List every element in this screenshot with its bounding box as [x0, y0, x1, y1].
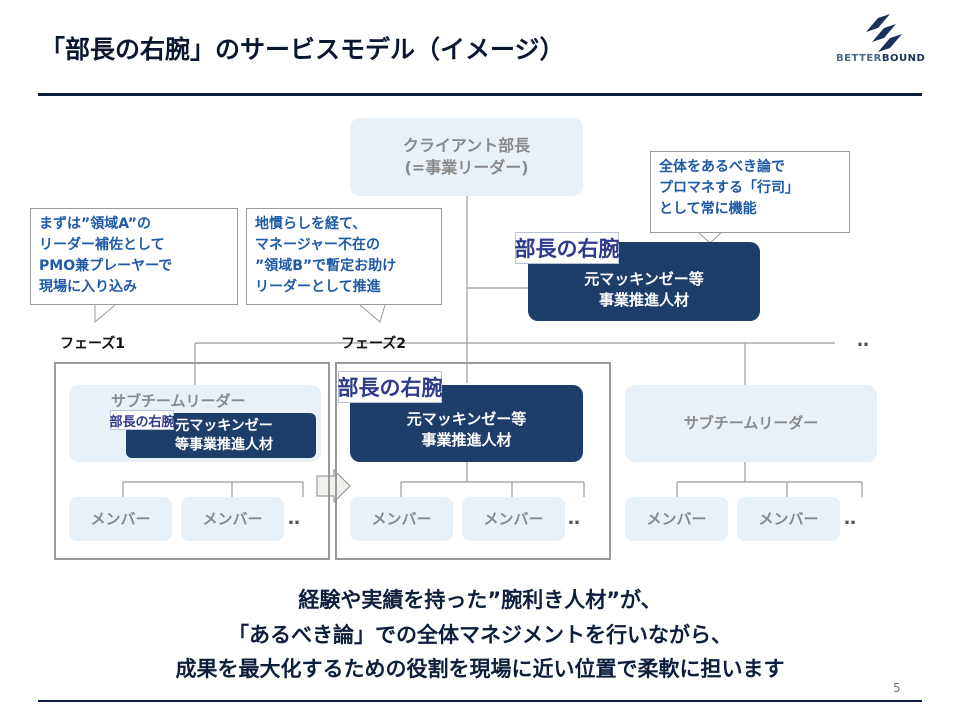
member-label: メンバー [371, 509, 432, 528]
title-divider [38, 93, 922, 96]
member-label: メンバー [646, 509, 707, 528]
member-box: メンバー [181, 497, 284, 541]
more-members-ellipsis: ‥ [288, 508, 303, 529]
phase1-subleader-label: サブチームリーダー [111, 392, 246, 410]
callout-line: として常に機能 [659, 201, 757, 217]
member-box: メンバー [462, 497, 565, 541]
callout-line: リーダーとして推進 [255, 279, 381, 295]
logo-wordmark: BETTERBOUND [836, 53, 925, 64]
callout-line: PMO兼プレーヤーで [39, 258, 173, 274]
member-label: メンバー [483, 509, 544, 528]
phase1-talent-line2: 等事業推進人材 [175, 436, 273, 453]
phase2-talent-line1: 元マッキンゼー等 [406, 410, 527, 429]
brand-mark-phase1: 部長の右腕 [110, 410, 175, 430]
phase-transition-arrow-icon [316, 468, 351, 504]
member-label: メンバー [90, 509, 151, 528]
brand-mark-main: 部長の右腕 [515, 232, 620, 264]
member-box: メンバー [625, 497, 728, 541]
more-teams-ellipsis: ‥ [857, 330, 872, 351]
more-members-ellipsis: ‥ [568, 508, 583, 529]
phase1-talent-line1: 元マッキンゼー [175, 417, 273, 434]
slide-title: 「部長の右腕」のサービスモデル（イメージ） [40, 35, 565, 64]
callout-line: 地慣らしを経て、 [255, 216, 367, 232]
page-number: 5 [893, 681, 901, 695]
caption-line-2: 「あるべき論」での全体マネジメントを行いながら、 [228, 623, 732, 647]
logo-word-bound: BOUND [881, 53, 926, 64]
callout-line: リーダー補佐として [39, 237, 165, 253]
phase1-frame [54, 362, 330, 560]
team3-subleader-label: サブチームリーダー [683, 414, 819, 433]
more-members-ellipsis: ‥ [844, 508, 859, 529]
caption-line-1: 経験や実績を持った”腕利き人材”が、 [298, 588, 662, 612]
member-box: メンバー [69, 497, 172, 541]
member-box: メンバー [737, 497, 840, 541]
callout-phase2: 地慣らしを経て、 マネージャー不在の ”領域B”で暫定お助け リーダーとして推進 [246, 208, 442, 305]
member-label: メンバー [758, 509, 819, 528]
callout-phase1: まずは”領域A”の リーダー補佐として PMO兼プレーヤーで 現場に入り込み [30, 208, 238, 305]
callout-line: 現場に入り込み [39, 279, 137, 295]
client-manager-title: クライアント部長 [402, 136, 531, 156]
betterbound-logo-icon [866, 14, 902, 52]
client-manager-box: クライアント部長 (=事業リーダー) [350, 118, 583, 196]
main-talent-line2: 事業推進人材 [598, 290, 689, 309]
callout-line: ”領域B”で暫定お助け [255, 258, 397, 274]
phase2-frame [335, 362, 611, 560]
phase2-talent-line2: 事業推進人材 [421, 430, 512, 449]
phase1-label: フェーズ1 [60, 336, 126, 352]
callout-line: マネージャー不在の [255, 237, 381, 253]
client-manager-subtitle: (=事業リーダー) [404, 158, 529, 177]
phase2-label: フェーズ2 [341, 336, 407, 352]
brand-mark-phase2: 部長の右腕 [338, 371, 443, 403]
callout-line: プロマネする「行司」 [659, 180, 799, 196]
callout-line: まずは”領域A”の [39, 216, 151, 232]
main-talent-line1: 元マッキンゼー等 [584, 270, 704, 289]
logo-word-better: BETTER [836, 53, 882, 64]
member-box: メンバー [350, 497, 453, 541]
caption-line-3: 成果を最大化するための役割を現場に近い位置で柔軟に担います [175, 657, 785, 681]
callout-line: 全体をあるべき論で [659, 159, 785, 175]
team3-subleader-box: サブチームリーダー [625, 385, 877, 462]
footer-divider [38, 700, 922, 702]
member-label: メンバー [202, 509, 263, 528]
callout-role-gyoji: 全体をあるべき論で プロマネする「行司」 として常に機能 [650, 151, 850, 233]
